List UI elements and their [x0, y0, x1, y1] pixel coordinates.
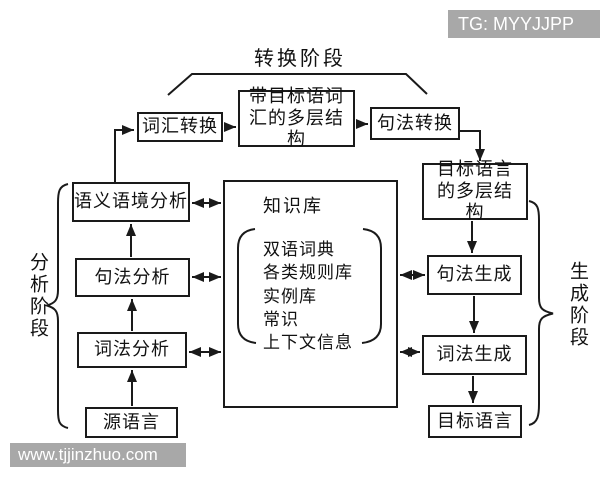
- arrow-syntactic-transfer-to-target-structure: [460, 130, 485, 161]
- box-lexical-transfer: 词汇转换: [137, 112, 223, 142]
- box-target-vocab-structure-label: 带目标语词汇的多层结构: [249, 86, 344, 150]
- transfer-stage-bracket: [167, 73, 428, 96]
- kb-item-bilingual-dictionary: 双语词典: [263, 240, 335, 259]
- transfer-stage-label: 转换阶段: [254, 48, 346, 70]
- box-lexical-analysis: 词法分析: [77, 332, 187, 368]
- box-lexical-transfer-label: 词汇转换: [142, 116, 218, 137]
- arrow-semantic-to-lexical-transfer: [114, 125, 134, 182]
- box-knowledge-base: [223, 180, 398, 408]
- box-semantic-context-analysis-label: 语义语境分析: [74, 191, 188, 212]
- kb-item-rule-bases: 各类规则库: [263, 263, 353, 283]
- box-syntactic-generation-label: 句法生成: [436, 264, 513, 285]
- box-syntactic-transfer-label: 句法转换: [377, 112, 453, 133]
- watermark-telegram: TG: MYYJJPP: [448, 10, 600, 38]
- box-target-vocab-structure: 带目标语词汇的多层结构: [238, 86, 355, 149]
- box-syntactic-analysis: 句法分析: [75, 258, 190, 297]
- box-syntactic-analysis-label: 句法分析: [94, 266, 171, 287]
- box-target-language-label: 目标语言: [437, 410, 513, 431]
- box-lexical-analysis-label: 词法分析: [94, 339, 170, 360]
- knowledge-base-title: 知识库: [263, 196, 323, 216]
- watermark-website: www.tjjinzhuo.com: [10, 443, 186, 467]
- generation-stage-label: 生成阶段: [567, 261, 588, 349]
- kb-item-context-info: 上下文信息: [263, 333, 353, 353]
- box-source-language-label: 源语言: [103, 411, 160, 432]
- box-target-lang-structure-label: 目标语言的多层结构: [437, 159, 513, 223]
- analysis-stage-brace: [43, 183, 69, 429]
- kb-item-common-sense: 常识: [263, 309, 299, 329]
- box-lexical-generation-label: 词法生成: [436, 344, 513, 365]
- analysis-stage-label: 分析阶段: [27, 252, 48, 340]
- box-syntactic-generation: 句法生成: [427, 255, 522, 295]
- box-semantic-context-analysis: 语义语境分析: [72, 182, 190, 222]
- knowledge-base-items: 双语词典 各类规则库 实例库 常识 上下文信息: [263, 238, 353, 354]
- kb-item-example-base: 实例库: [263, 286, 317, 306]
- kb-paren-left: [237, 228, 257, 344]
- generation-stage-brace: [528, 200, 554, 426]
- box-source-language: 源语言: [85, 407, 178, 438]
- box-target-language: 目标语言: [428, 405, 522, 438]
- box-syntactic-transfer: 句法转换: [370, 107, 460, 140]
- box-lexical-generation: 词法生成: [422, 335, 527, 375]
- box-target-lang-structure: 目标语言的多层结构: [422, 159, 528, 222]
- kb-paren-right: [361, 228, 382, 344]
